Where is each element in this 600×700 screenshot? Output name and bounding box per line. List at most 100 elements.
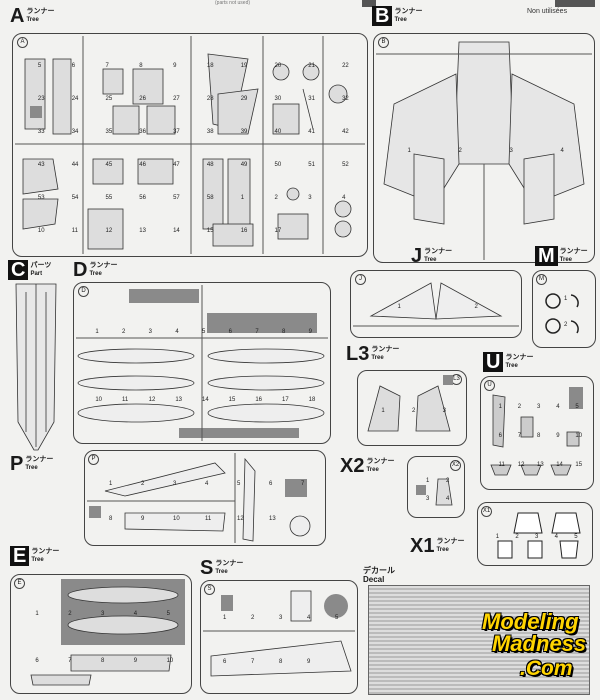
part-number-u: 12 — [517, 462, 525, 469]
part-number-a: 40 — [274, 128, 282, 135]
part-number-a: 1 — [240, 194, 245, 201]
tree-x1-sprue-drawing — [497, 512, 581, 559]
part-number-a: 50 — [274, 161, 282, 168]
tree-l3-letter: L3 — [346, 343, 370, 365]
part-number-b: 3 — [509, 148, 513, 154]
part-number-d: 7 — [255, 329, 259, 335]
tree-p-sprue-drawing — [87, 453, 311, 543]
part-number-a: 5 — [37, 62, 42, 69]
part-number-u: 6 — [498, 433, 502, 439]
part-number-b: 1 — [407, 148, 411, 154]
tree-x1-letter: X1 — [410, 535, 435, 557]
tree-x1-jp: ランナー — [436, 538, 465, 545]
part-number-a: 17 — [274, 227, 282, 234]
part-number-a: 19 — [240, 62, 248, 69]
part-number-a: 16 — [240, 227, 248, 234]
part-number-b: 4 — [560, 148, 564, 154]
tree-a-circle: A — [17, 37, 28, 48]
tree-u-sprue-drawing — [490, 387, 583, 476]
tree-d-en: Tree — [89, 271, 102, 277]
tree-c-en: Part — [30, 271, 43, 277]
tree-a-en: Tree — [26, 17, 39, 23]
part-number-b: 2 — [458, 148, 462, 154]
part-number-x1: 3 — [535, 534, 539, 540]
part-number-p: 2 — [141, 480, 145, 487]
tree-p-letter: P — [10, 453, 24, 475]
part-number-a: 52 — [342, 161, 349, 168]
part-number-a: 33 — [37, 128, 45, 135]
tree-m-en: Tree — [559, 257, 573, 263]
part-number-a: 34 — [71, 128, 79, 135]
part-number-a: 9 — [173, 62, 177, 69]
part-number-u: 13 — [537, 462, 544, 469]
tree-m-circle: M — [536, 274, 547, 285]
part-number-u: 9 — [556, 433, 560, 439]
tree-e-en: Tree — [31, 557, 44, 563]
part-number-a: 12 — [105, 227, 113, 234]
part-number-l3: 2 — [412, 408, 416, 414]
part-number-a: 54 — [71, 194, 79, 201]
part-number-e: 9 — [133, 657, 138, 664]
part-number-a: 3 — [308, 194, 312, 201]
part-number-u: 3 — [537, 403, 541, 410]
tree-l3-sprue-drawing — [367, 375, 453, 432]
part-number-a: 7 — [105, 62, 109, 69]
tree-p-label: P ランナー Tree — [10, 454, 53, 474]
part-number-a: 41 — [308, 128, 315, 135]
tree-l3-jp: ランナー — [371, 346, 400, 353]
part-number-p: 7 — [301, 480, 305, 487]
tree-c-jp: パーツ — [30, 262, 52, 269]
tree-a-jp: ランナー — [26, 8, 55, 15]
part-number-a: 22 — [342, 62, 349, 69]
part-number-m: 1 — [564, 296, 568, 302]
part-number-a: 39 — [240, 128, 248, 135]
part-number-p: 9 — [141, 515, 145, 522]
part-number-p: 12 — [237, 515, 244, 522]
part-number-a: 36 — [139, 128, 146, 135]
tree-p-en: Tree — [25, 465, 38, 471]
tree-a-label: A ランナー Tree — [10, 6, 54, 26]
part-number-a: 38 — [206, 128, 214, 135]
tree-a-letter: A — [10, 5, 25, 27]
tree-d-jp: ランナー — [89, 262, 118, 269]
part-number-a: 42 — [342, 128, 349, 135]
part-number-s: 4 — [307, 615, 311, 621]
modeling-madness-logo: Modeling Madness .Com — [480, 609, 595, 691]
part-number-d: 15 — [228, 397, 236, 403]
part-number-a: 27 — [173, 95, 180, 102]
part-number-u: 14 — [556, 462, 563, 469]
part-number-x1: 1 — [495, 534, 500, 540]
part-number-d: 11 — [122, 397, 129, 403]
tree-u-letter: U — [483, 352, 504, 372]
tree-j-jp: ランナー — [424, 248, 453, 255]
tree-x1-label: X1 ランナー Tree — [410, 536, 464, 556]
part-number-a: 4 — [342, 194, 346, 201]
tree-x1-en: Tree — [436, 547, 449, 553]
part-number-d: 14 — [202, 397, 209, 403]
part-number-a: 15 — [206, 227, 214, 234]
logo-line-3: .Com — [520, 657, 573, 680]
gray-key-swatch — [362, 0, 376, 7]
part-number-a: 28 — [206, 95, 214, 102]
tree-x2-sprue-drawing — [416, 478, 453, 506]
decal-label: デカール Decal — [363, 566, 395, 584]
tree-a-sprue-drawing — [15, 36, 365, 254]
tree-p-jp: ランナー — [25, 456, 54, 463]
part-number-a: 29 — [240, 95, 248, 102]
part-number-d: 1 — [95, 329, 99, 335]
part-number-d: 3 — [148, 329, 152, 335]
part-number-a: 10 — [37, 227, 45, 234]
part-number-a: 47 — [173, 161, 180, 168]
gray-key-swatch-2 — [555, 0, 595, 7]
